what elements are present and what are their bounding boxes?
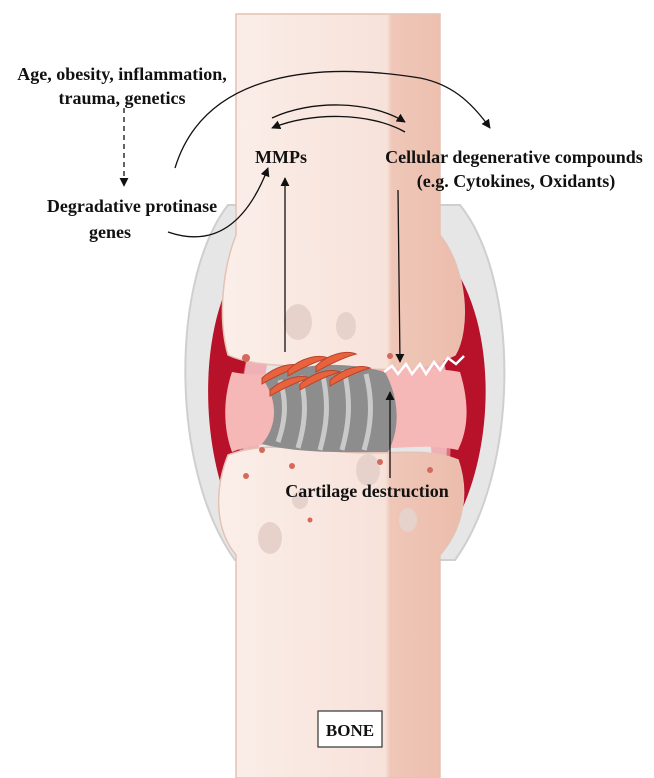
protinase-label-line1: Degradative protinase — [47, 196, 217, 216]
compounds-label-line1: Cellular degenerative compounds — [385, 147, 643, 167]
protinase-label-line2: genes — [89, 222, 131, 242]
mmps-label: MMPs — [255, 147, 307, 167]
risk-factors-label-line2: trauma, genetics — [59, 88, 186, 108]
bone-label: BONE — [326, 721, 374, 740]
compounds-label-line2: (e.g. Cytokines, Oxidants) — [417, 171, 616, 192]
risk-factors-label-line1: Age, obesity, inflammation, — [17, 64, 227, 84]
cartilage-destruction-label: Cartilage destruction — [285, 481, 448, 501]
